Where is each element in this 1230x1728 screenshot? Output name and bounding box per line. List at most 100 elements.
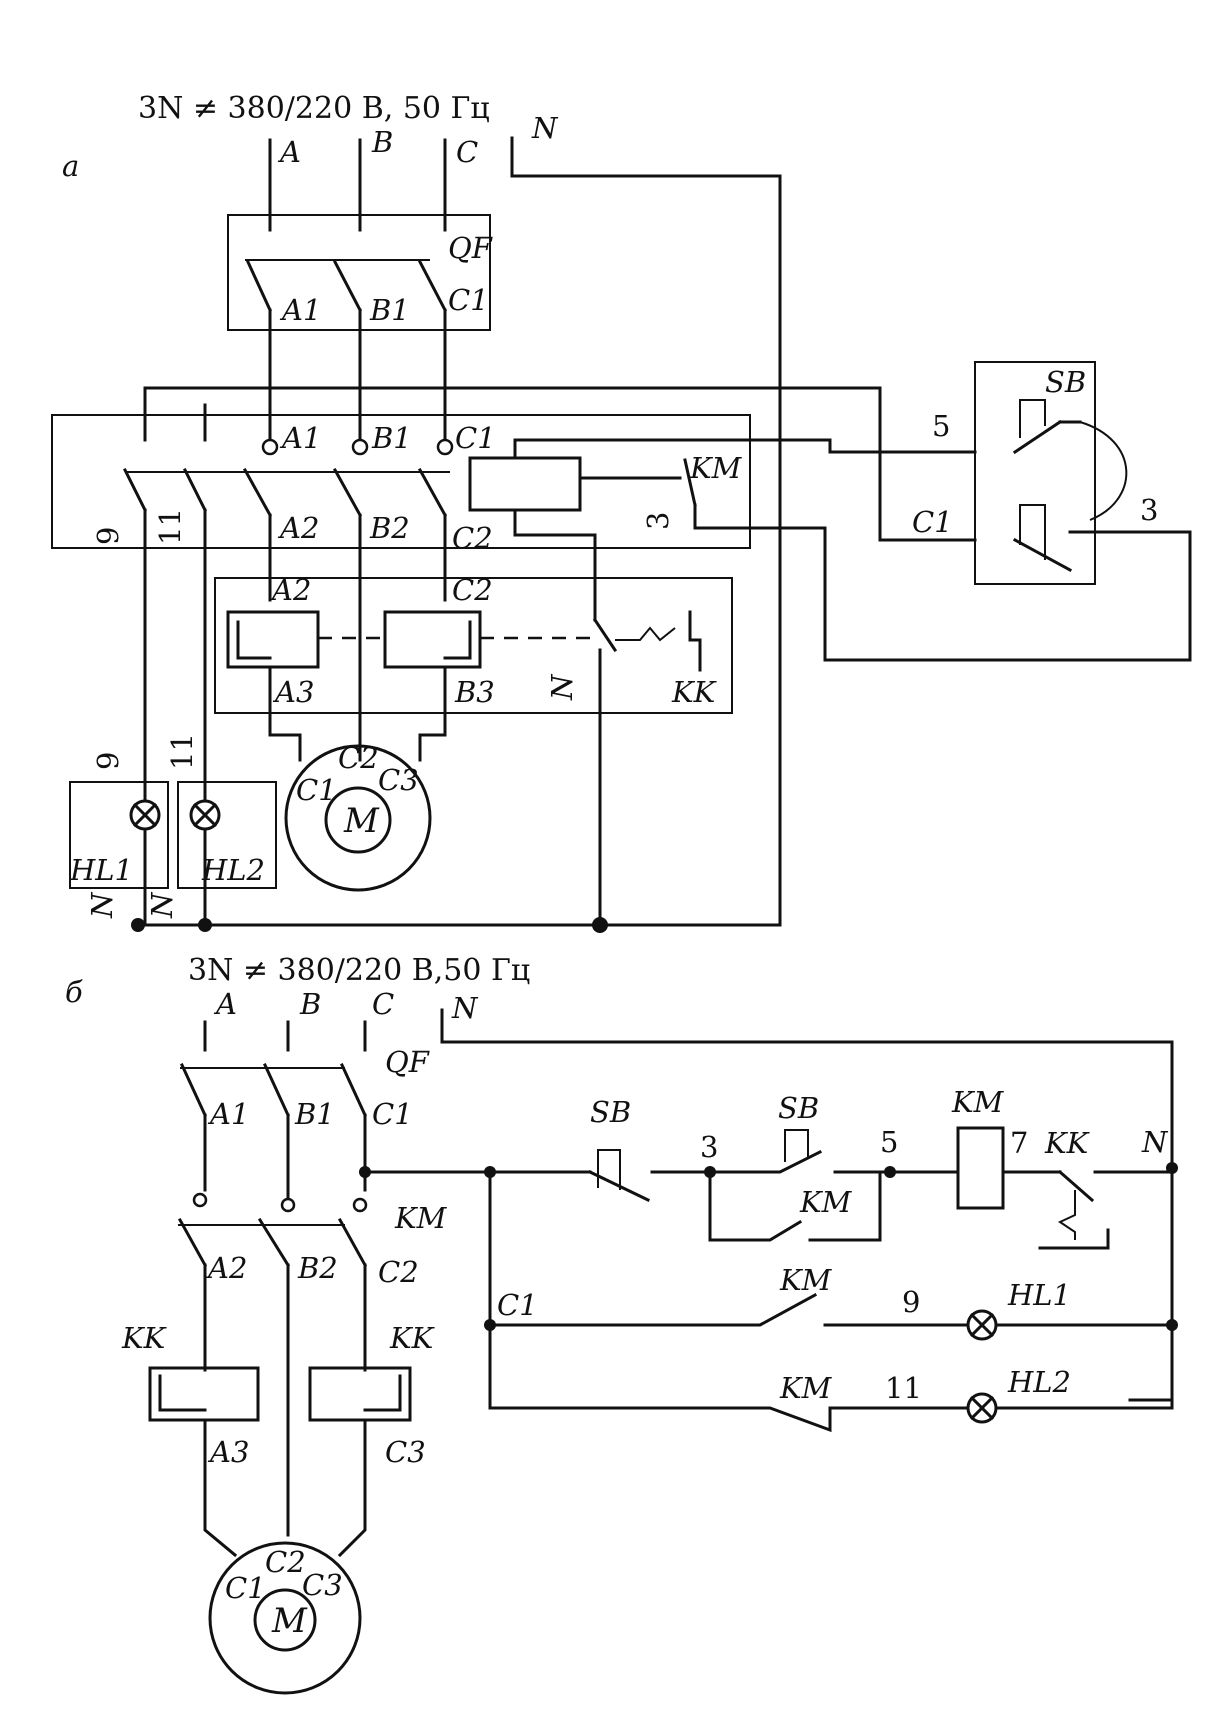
relay-neutral-label: N — [545, 673, 579, 701]
terminal-c1 — [352, 1197, 368, 1213]
contactor-pole-b — [257, 1217, 291, 1268]
lamp2-icon — [966, 1392, 998, 1424]
motor-rotor — [324, 786, 392, 854]
motor-terminal-c3: C3 — [302, 1568, 343, 1602]
contactor-in-b1: B1 — [371, 421, 412, 455]
breaker-out-c: C1 — [448, 283, 489, 317]
motor-terminal-c3: C3 — [378, 763, 419, 797]
relay-reset — [688, 610, 702, 672]
lamp1-label: HL1 — [1007, 1278, 1071, 1312]
terminal-a1 — [192, 1192, 208, 1208]
relay-enclosure — [214, 577, 733, 714]
thermal-heater-c — [443, 620, 472, 660]
relay-reset — [1038, 1228, 1110, 1250]
contactor-out-b2: B2 — [297, 1251, 338, 1285]
relay-in-c2: C2 — [452, 573, 493, 607]
junction — [592, 917, 608, 933]
junction — [131, 918, 145, 932]
diagram-a-letter: а — [62, 149, 79, 183]
breaker-out-b: B1 — [294, 1097, 335, 1131]
feed-bus-top — [143, 386, 977, 542]
km-hold-contact — [683, 458, 697, 507]
lamp1-icon — [129, 799, 161, 831]
contactor-coil — [468, 456, 582, 512]
contactor-label: KM — [689, 451, 743, 485]
motor-terminal-c1: C1 — [296, 773, 337, 807]
start-button-contact — [708, 1149, 823, 1174]
breaker-pole-a — [246, 260, 272, 312]
relay-contact-label: KK — [1044, 1126, 1091, 1160]
motor-label: M — [271, 1601, 308, 1641]
breaker-pole-b — [332, 259, 363, 313]
wire-3-loop — [693, 503, 1192, 662]
contactor-main-label: KM — [394, 1201, 448, 1235]
stop-button-label: SB — [590, 1095, 631, 1129]
relay-actuator — [1057, 1190, 1076, 1240]
contactor-pole-a — [242, 467, 273, 518]
breaker-out-a: A1 — [207, 1097, 249, 1131]
node-11-label: 11 — [885, 1371, 922, 1405]
diagram-b: б 3N ≠ 380/220 В,50 Гц A B C N QF A1 B1 … — [65, 953, 1178, 1695]
relay-label-c: KK — [389, 1321, 436, 1355]
coil-label: KM — [951, 1085, 1005, 1119]
stop-button-actuator — [597, 1149, 621, 1190]
lamp1-icon — [966, 1309, 998, 1341]
terminal-a1 — [261, 438, 279, 456]
thermal-heater-a — [158, 1374, 207, 1412]
thermal-element-a — [148, 1366, 260, 1422]
wire-label-c1: C1 — [912, 505, 953, 539]
start-button-label: SB — [778, 1091, 819, 1125]
relay-in-a2: A2 — [269, 573, 311, 607]
diagram-a: а 3N ≠ 380/220 В, 50 Гц A B C N QF A1 B1… — [51, 91, 1192, 933]
contactor-out-c2: C2 — [452, 521, 493, 555]
contactor-pole-b — [332, 467, 363, 518]
lamp1-label: HL1 — [69, 853, 133, 887]
breaker-pole-b — [263, 1063, 290, 1117]
relay-out-a3: A3 — [207, 1435, 249, 1469]
stop-button-actuator — [1019, 399, 1046, 438]
contactor-enclosure — [51, 414, 751, 549]
motor-lead-c — [337, 1418, 367, 1558]
neutral-label: N — [531, 111, 559, 145]
node-9-label: 9 — [902, 1285, 920, 1319]
phase-c-label: C — [372, 987, 394, 1021]
breaker-label: QF — [448, 231, 493, 265]
contactor-out-c2: C2 — [378, 1255, 419, 1289]
contactor-pole-c — [417, 467, 448, 518]
start-button-actuator — [1019, 504, 1046, 560]
thermal-heater-c — [363, 1374, 402, 1412]
motor-lead-a — [203, 1418, 238, 1558]
button-label: SB — [1045, 365, 1086, 399]
contactor-pole-c — [337, 1217, 368, 1268]
km-hold-contact-right — [808, 1170, 882, 1242]
breaker-out-c: C1 — [372, 1097, 413, 1131]
relay-out-b3: B3 — [454, 675, 495, 709]
lamp-wire-9: 9 — [91, 752, 125, 770]
wire-label-3b: 3 — [1140, 493, 1158, 527]
junction — [359, 1166, 371, 1178]
neutral-wire — [440, 1008, 1174, 1402]
motor-terminal-c2: C2 — [265, 1545, 306, 1579]
thermal-element-a — [226, 610, 320, 669]
contactor-out-a2: A2 — [277, 511, 319, 545]
breaker-label: QF — [385, 1045, 430, 1079]
terminal-c1 — [436, 438, 454, 456]
aux-contact-11 — [182, 467, 208, 513]
breaker-out-b: B1 — [369, 293, 410, 327]
relay-out-c3: C3 — [385, 1435, 426, 1469]
phase-b-label: B — [299, 987, 321, 1021]
km-lamp1-contact — [488, 1292, 818, 1327]
diagram-b-letter: б — [65, 975, 83, 1009]
lamp2-neutral-label: N — [145, 891, 179, 919]
km-hold-contact-left — [708, 1170, 803, 1242]
terminal-b1 — [280, 1197, 296, 1213]
km-hold-label: KM — [799, 1185, 853, 1219]
breaker-pole-c — [417, 259, 448, 313]
motor-lead-a — [268, 665, 302, 762]
motor-terminal-c1: C1 — [225, 1571, 266, 1605]
phase-b-label: B — [371, 125, 393, 159]
motor-terminal-c2: C2 — [338, 741, 379, 775]
terminal-b1 — [351, 438, 369, 456]
diagram-b-supply-label: 3N ≠ 380/220 В,50 Гц — [188, 953, 530, 988]
